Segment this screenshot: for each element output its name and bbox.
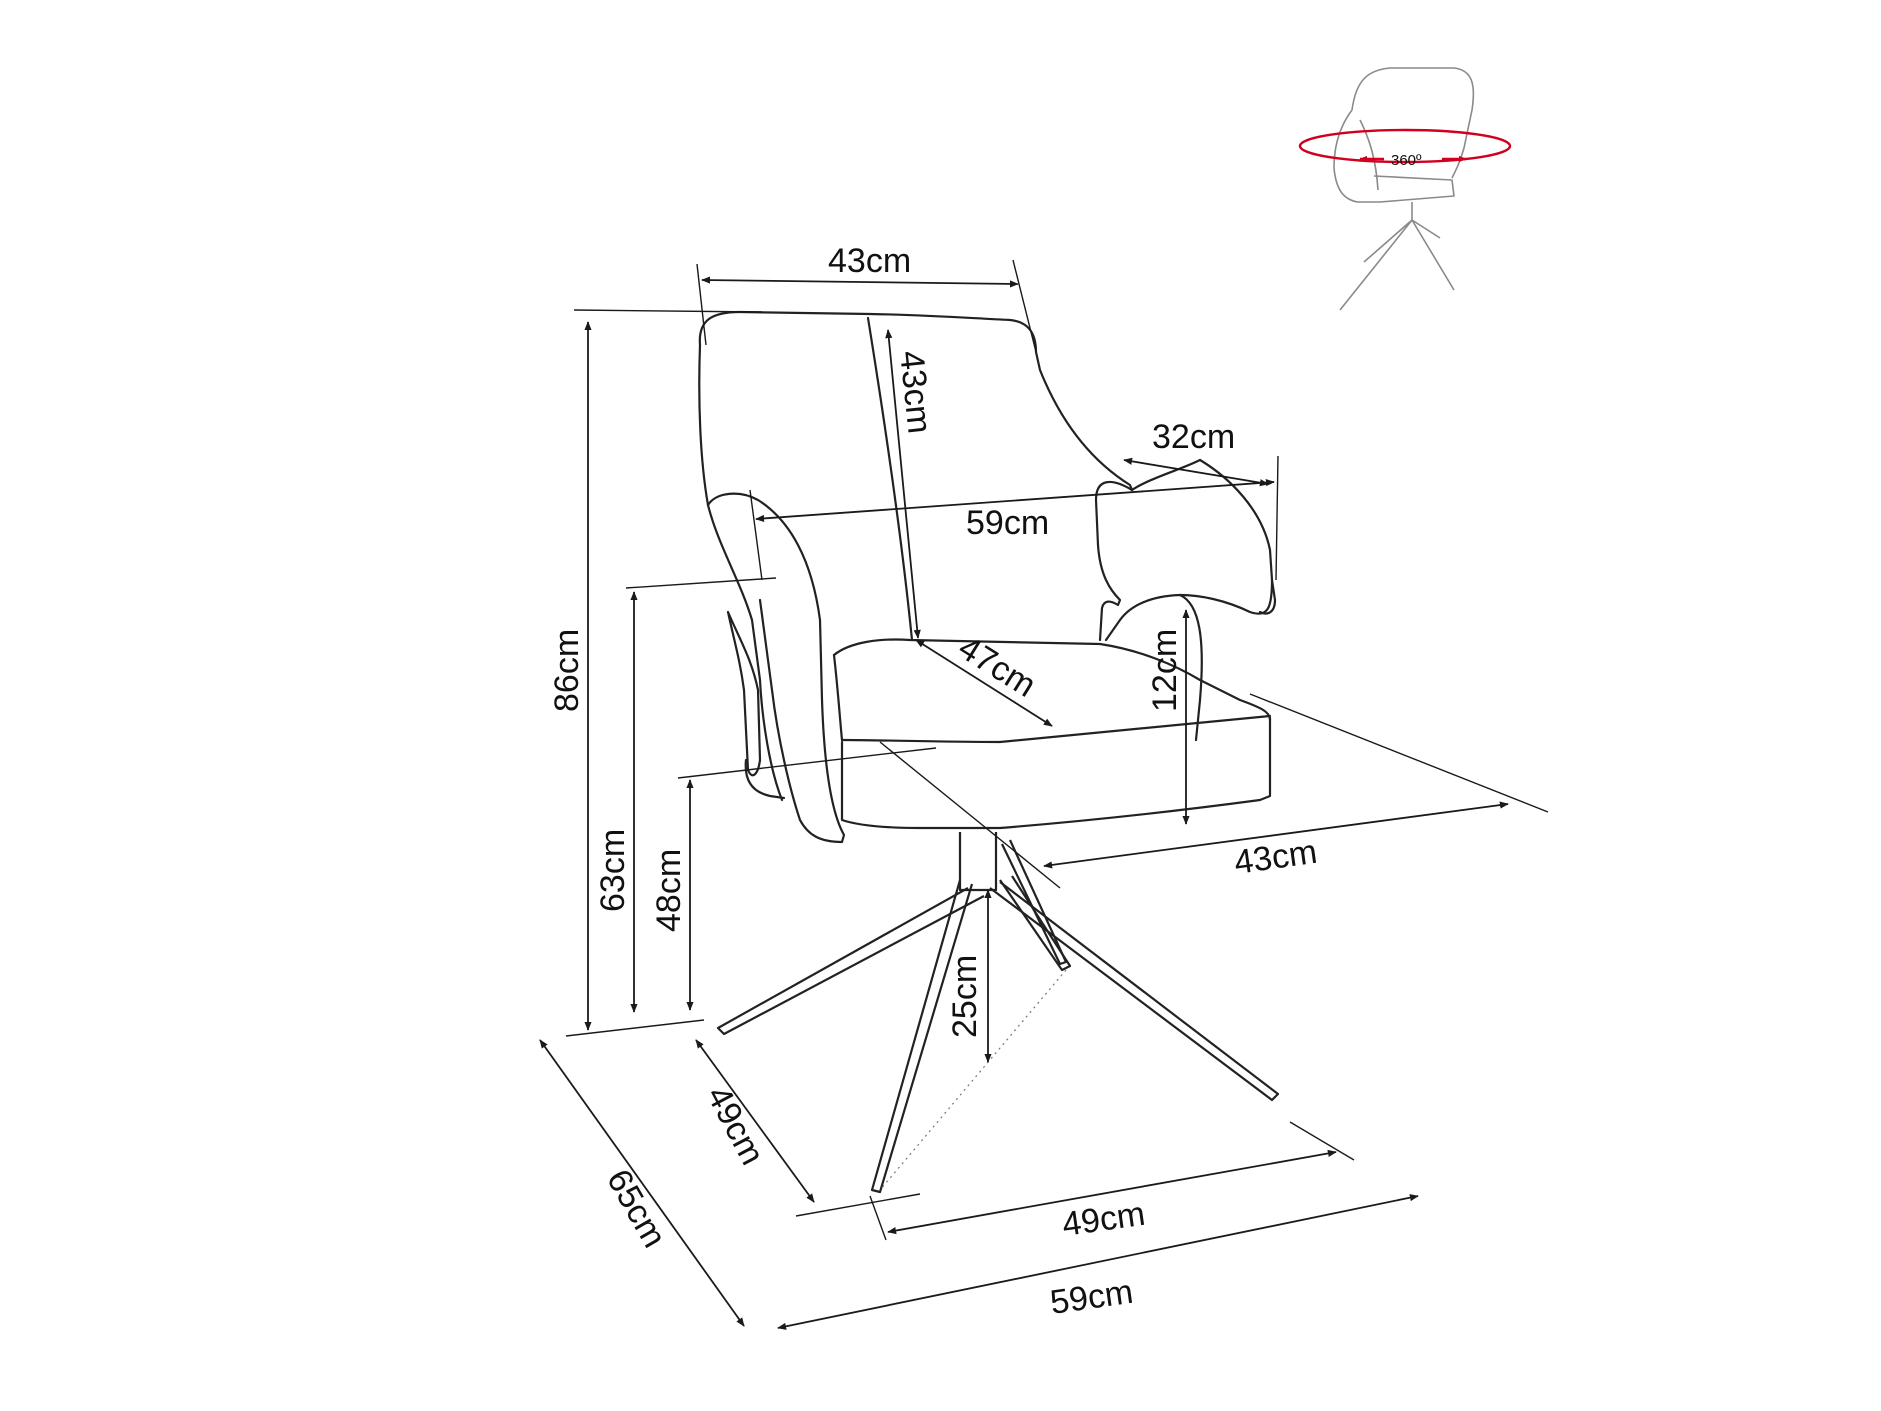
ext-total-width-left	[869, 1195, 887, 1241]
label-seat-width: 43cm	[1232, 833, 1320, 882]
seat-top	[832, 638, 1272, 722]
leg-front-down	[1001, 839, 1068, 966]
ext-base-right	[1289, 1121, 1355, 1161]
thumb-arm-inner	[1359, 119, 1379, 191]
ext-top	[573, 309, 763, 313]
leg-back-left	[870, 879, 974, 1194]
right-armrest	[1094, 480, 1134, 642]
backrest-shell	[698, 310, 1134, 492]
label-arm-above-seat: 12cm	[1146, 629, 1184, 712]
seat-front-top	[840, 714, 1272, 744]
label-total-width: 59cm	[1048, 1273, 1136, 1322]
dim-backrest-width	[701, 276, 1019, 288]
thumb-seat	[1373, 175, 1455, 203]
label-base-depth: 49cm	[699, 1080, 772, 1171]
ext-armrest-height	[625, 577, 777, 589]
label-base-width: 49cm	[1060, 1195, 1148, 1244]
seat-crease	[832, 653, 844, 742]
chair-outline	[698, 310, 1277, 844]
rotation-badge: 360º	[1298, 67, 1512, 311]
ext-backrest-left	[696, 263, 707, 346]
ext-inner-left	[749, 489, 763, 581]
dimension-labels: 43cm 43cm 32cm 59cm 47cm 12cm 43cm 86cm …	[548, 242, 1319, 1322]
dim-seat-width	[1043, 801, 1509, 869]
rotation-ring	[1298, 128, 1512, 164]
thumb-arm-left	[1333, 109, 1380, 203]
dim-inner-width	[755, 478, 1275, 523]
right-armrest-end	[1258, 578, 1277, 615]
swivel-base	[716, 832, 1280, 1217]
leg-back-right	[999, 875, 1072, 972]
label-total-depth: 65cm	[599, 1163, 673, 1254]
rotation-label: 360º	[1391, 152, 1422, 169]
left-arm-cutout	[726, 610, 762, 777]
dim-total-width	[777, 1194, 1419, 1330]
ext-seat-diag	[879, 741, 1061, 889]
right-armrest-panel	[1178, 593, 1203, 742]
ext-backrest-right	[1012, 259, 1037, 353]
label-armrest-height: 63cm	[594, 829, 632, 912]
dim-total-depth	[539, 1039, 745, 1327]
backrest-left-edge	[698, 343, 710, 507]
seat-front-face	[840, 716, 1272, 830]
right-armrest-top	[1130, 458, 1202, 492]
dim-seat-depth	[915, 639, 1053, 727]
leg-front-right	[989, 881, 1280, 1102]
label-leg-height: 25cm	[946, 955, 984, 1038]
label-seat-height: 48cm	[650, 849, 688, 932]
left-armrest	[706, 492, 846, 844]
left-lower-support	[744, 758, 786, 800]
ext-seat-height	[677, 747, 937, 779]
base-footprint-line	[795, 1193, 921, 1217]
leg-front-left	[716, 887, 985, 1036]
ext-seat-back	[1249, 693, 1549, 813]
label-backrest-width: 43cm	[828, 242, 911, 280]
swivel-column	[958, 832, 998, 892]
label-backrest-height: 43cm	[892, 349, 938, 436]
left-armrest-inner	[706, 503, 784, 802]
ext-floor	[565, 1019, 705, 1037]
label-inner-width: 59cm	[966, 504, 1049, 542]
label-armrest-depth: 32cm	[1152, 418, 1235, 456]
label-total-height: 86cm	[548, 629, 586, 712]
dimension-lines	[539, 259, 1549, 1330]
thumb-legs	[1339, 219, 1455, 311]
ext-armrest-right	[1275, 455, 1279, 581]
thumb-backrest	[1351, 67, 1475, 179]
label-seat-depth: 47cm	[952, 629, 1043, 705]
dim-armrest-depth	[1123, 457, 1269, 487]
